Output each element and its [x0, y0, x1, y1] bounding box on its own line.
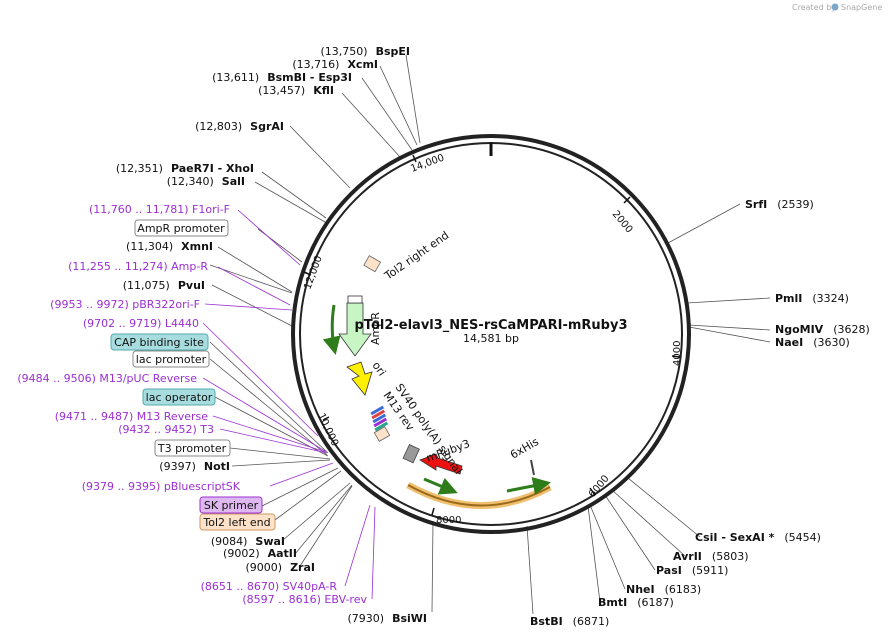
primer-label: (9702 .. 9719) L4440 — [83, 317, 199, 330]
scale-ticks — [303, 154, 681, 516]
ampr-label: AmpR — [369, 312, 382, 345]
svg-text:Tol2 left end: Tol2 left end — [202, 516, 270, 529]
enzyme-label: (9084)SwaI — [211, 535, 285, 548]
green-arrow-left — [423, 477, 458, 495]
enzyme-label: AvrII(5803) — [673, 550, 748, 563]
svg-text:T3 promoter: T3 promoter — [157, 442, 227, 455]
backbone-outer-ring — [291, 134, 691, 534]
enzyme-label: (12,351)PaeR7I - XhoI — [116, 162, 254, 175]
enzyme-label: (7930)BsiWI — [347, 612, 427, 625]
feature-box-sk-primer: SK primer — [199, 496, 263, 514]
leader-lines-primers — [202, 209, 376, 600]
enzyme-label: NgoMIV(3628) — [775, 323, 870, 336]
primer-label: (9379 .. 9395) pBluescriptSK — [82, 480, 241, 493]
feature-box-t3-promoter: T3 promoter — [154, 439, 231, 457]
primer-label: (9471 .. 9487) M13 Reverse — [55, 410, 208, 423]
sv40-polya-box — [402, 444, 420, 464]
mruby3-arrow — [419, 453, 463, 475]
enzyme-label: (9002)AatII — [223, 547, 297, 560]
enzyme-label: PasI(5911) — [656, 564, 728, 577]
primer-label: (8597 .. 8616) EBV-rev — [242, 593, 367, 606]
enzyme-label: (13,457)KflI — [258, 84, 334, 97]
primer-label: (11,255 .. 11,274) Amp-R — [68, 260, 208, 273]
enzyme-label: (12,340)SalI — [167, 175, 245, 188]
primer-label: (9432 .. 9452) T3 — [118, 423, 214, 436]
svg-text:CAP binding site: CAP binding site — [114, 336, 204, 349]
primer-labels: (11,760 .. 11,781) F1ori-F (11,255 .. 11… — [17, 203, 367, 606]
svg-text:SnapGene: SnapGene — [841, 3, 882, 12]
enzyme-label: (11,075)PvuI — [123, 279, 205, 292]
ampr-promoter-arrow — [322, 304, 341, 355]
ampr-arrow — [338, 302, 372, 357]
primer-label: (9953 .. 9972) pBR322ori-F — [50, 298, 200, 311]
feature-box-lac-operator: lac operator — [142, 388, 216, 406]
enzyme-label: NaeI(3630) — [775, 336, 850, 349]
green-arrow-right — [506, 477, 551, 495]
enzyme-label: (13,716)XcmI — [292, 58, 378, 71]
svg-text:14,000: 14,000 — [409, 153, 446, 175]
enzyme-label: (9397)NotI — [159, 460, 230, 473]
ori-arrow — [346, 361, 373, 396]
feature-box-lac-promoter: lac promoter — [132, 350, 210, 368]
enzyme-label: NheI(6183) — [626, 583, 701, 596]
plasmid-name: pTol2-elavl3_NES-rsCaMPARI-mRuby3 — [355, 318, 628, 333]
enzyme-labels-right: SrfI(2539) PmlI(3324) NgoMIV(3628) NaeI(… — [530, 198, 870, 628]
his-tag-label: 6xHis — [508, 435, 541, 462]
feature-box-tol2-left-end: Tol2 left end — [199, 513, 276, 531]
svg-text:4000: 4000 — [672, 341, 683, 366]
lac-feature-stack — [370, 405, 389, 432]
enzyme-label: BmtI(6187) — [598, 596, 674, 609]
enzyme-labels-left: (13,750)BspEI (13,716)XcmI (13,611)BsmBI… — [116, 45, 427, 625]
tol2-left-end-box — [373, 426, 391, 442]
enzyme-label: CsiI - SexAI *(5454) — [695, 531, 821, 544]
svg-text:lac promoter: lac promoter — [136, 353, 207, 366]
snapgene-watermark: Created by SnapGene — [792, 3, 882, 12]
svg-text:2000: 2000 — [610, 209, 635, 236]
primer-label: (11,760 .. 11,781) F1ori-F — [89, 203, 230, 216]
enzyme-label: (12,803)SgrAI — [195, 120, 284, 133]
primer-label: (8651 .. 8670) SV40pA-R — [201, 580, 338, 593]
feature-box-cap-binding-site: CAP binding site — [110, 333, 209, 351]
enzyme-label: BstBI(6871) — [530, 615, 609, 628]
his-tag-marker — [530, 459, 535, 476]
tol2-right-end-box — [363, 255, 382, 273]
svg-text:SK primer: SK primer — [204, 499, 259, 512]
enzyme-label: (13,750)BspEI — [321, 45, 411, 58]
ampr-small-box — [347, 295, 363, 304]
enzyme-label: (11,304)XmnI — [126, 240, 213, 253]
tol2-right-end-label: Tol2 right end — [381, 229, 451, 283]
svg-text:AmpR promoter: AmpR promoter — [137, 222, 225, 235]
enzyme-label: (13,611)BsmBI - Esp3I — [212, 71, 352, 84]
svg-text:Created by: Created by — [792, 3, 836, 12]
feature-box-ampr-promoter: AmpR promoter — [134, 219, 229, 237]
plasmid-size: 14,581 bp — [463, 332, 519, 345]
leader-lines-right — [526, 203, 771, 615]
primer-label: (9484 .. 9506) M13/pUC Reverse — [17, 372, 197, 385]
enzyme-label: SrfI(2539) — [745, 198, 814, 211]
boxed-feature-labels: AmpR promoter CAP binding site lac promo… — [110, 219, 276, 531]
svg-text:8000: 8000 — [436, 515, 461, 526]
ori-label: ori — [370, 359, 389, 378]
leader-lines-left — [209, 54, 434, 613]
enzyme-label: (9000)ZraI — [246, 561, 316, 574]
enzyme-label: PmlI(3324) — [775, 292, 849, 305]
svg-text:lac operator: lac operator — [146, 391, 213, 404]
